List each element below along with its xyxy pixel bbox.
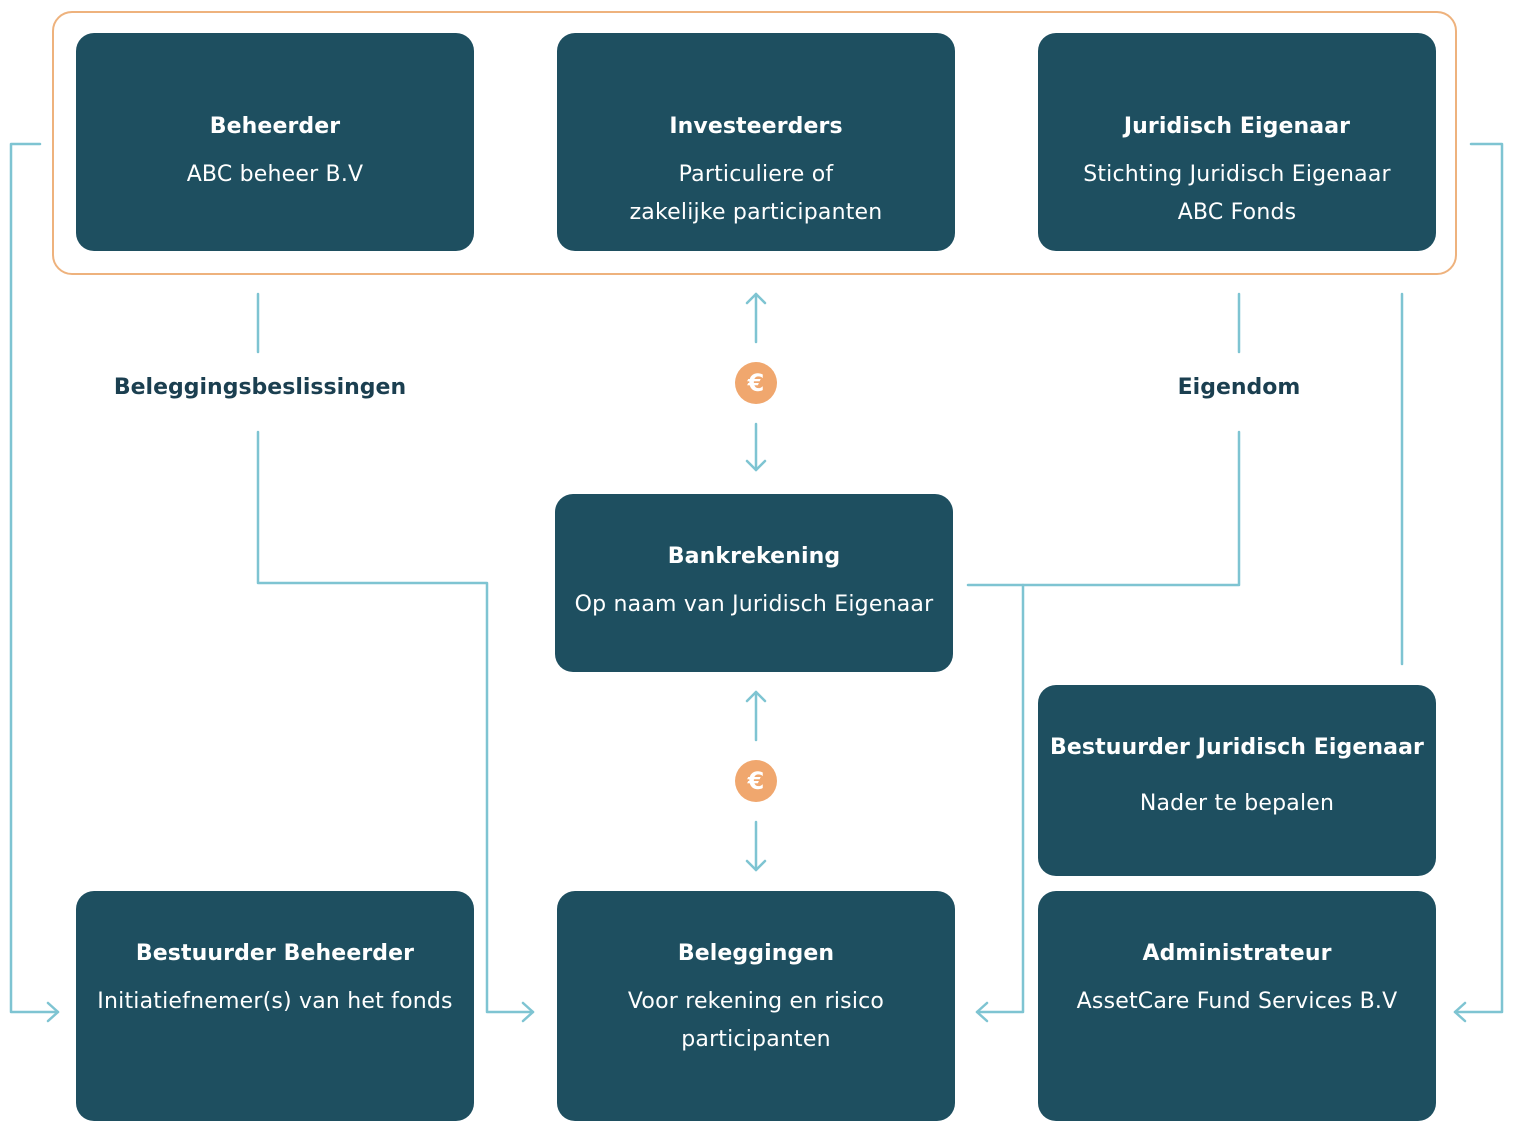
investeerders-title: Investeerders	[669, 114, 843, 139]
right-outer-arrowhead	[1453, 1001, 1467, 1023]
beleggingsbeslissingen-label: Beleggingsbeslissingen	[113, 375, 407, 400]
beleggingen-down-arrowhead	[745, 859, 767, 872]
left-outer-arrowhead	[46, 1001, 60, 1023]
juridisch-eigenaar-box: Juridisch Eigenaar Stichting Juridisch E…	[1038, 33, 1436, 251]
bestuurder-beheerder-subtitle: Initiatiefnemer(s) van het fonds	[97, 989, 453, 1014]
beheerder-title: Beheerder	[209, 114, 341, 139]
beleggingen-right-arrowhead	[975, 1001, 989, 1023]
eigendom-to-beleggingen-connector	[975, 583, 1025, 1014]
juridisch-eigenaar-title: Juridisch Eigenaar	[1123, 114, 1351, 139]
administrateur-title: Administrateur	[1142, 941, 1332, 966]
beheerder-box: Beheerder ABC beheer B.V	[76, 33, 474, 251]
bestuurder-beheerder-title: Bestuurder Beheerder	[135, 941, 415, 966]
bankrekening-box: Bankrekening Op naam van Juridisch Eigen…	[555, 494, 953, 672]
beheerder-subtitle: ABC beheer B.V	[186, 162, 364, 187]
bankrekening-subtitle: Op naam van Juridisch Eigenaar	[574, 592, 934, 617]
juridisch-eigenaar-subtitle: Stichting Juridisch Eigenaar ABC Fonds	[1083, 162, 1391, 225]
fund-structure-group	[52, 11, 1457, 275]
investeerders-up-arrowhead	[745, 292, 767, 305]
euro-icon: €	[735, 760, 777, 802]
bestuurder-juridisch-eigenaar-subtitle: Nader te bepalen	[1139, 791, 1335, 816]
bestuurder-juridisch-eigenaar-title: Bestuurder Juridisch Eigenaar	[1050, 735, 1424, 760]
administrateur-subtitle: AssetCare Fund Services B.V	[1076, 989, 1398, 1014]
euro-icon: €	[735, 362, 777, 404]
beleggingen-subtitle: Voor rekening en risico participanten	[627, 989, 885, 1052]
administrateur-box: Administrateur AssetCare Fund Services B…	[1038, 891, 1436, 1121]
bankrekening-title: Bankrekening	[667, 544, 841, 569]
investeerders-box: Investeerders Particuliere of zakelijke …	[557, 33, 955, 251]
bestuurder-juridisch-eigenaar-box: Bestuurder Juridisch Eigenaar Nader te b…	[1038, 685, 1436, 876]
beleggingen-title: Beleggingen	[677, 941, 835, 966]
investeerders-subtitle: Particuliere of zakelijke participanten	[629, 162, 883, 225]
eigendom-connector	[966, 430, 1241, 587]
bestuurder-beheerder-box: Bestuurder Beheerder Initiatiefnemer(s) …	[76, 891, 474, 1121]
bank-up-arrowhead	[745, 690, 767, 703]
left-outer-connector	[9, 142, 60, 1014]
beleggingsbeslissingen-connector	[256, 430, 535, 1014]
eigendom-label: Eigendom	[1177, 375, 1301, 400]
bank-down-arrowhead	[745, 459, 767, 472]
beleggingen-box: Beleggingen Voor rekening en risico part…	[557, 891, 955, 1121]
right-outer-connector	[1453, 142, 1504, 1014]
beleggingen-left-arrowhead	[521, 1001, 535, 1023]
